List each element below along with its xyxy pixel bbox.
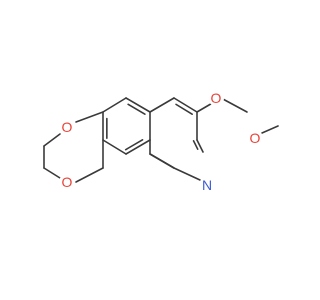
- ester-single-oxygen: O: [247, 130, 263, 146]
- dioxane-oxygen-top: O: [59, 119, 75, 135]
- bond-ester-d: [261, 125, 279, 134]
- bond-ring2-b: [173, 97, 198, 113]
- atom-label-n: N: [202, 177, 212, 193]
- bonds: [43, 90, 279, 183]
- atom-label-o-ester: O: [250, 130, 261, 146]
- bond-ring1-c: [102, 139, 127, 155]
- bond-dioxane-d: [43, 167, 61, 179]
- bond-ring1-d-dbl: [124, 139, 144, 151]
- bond-ring2-h: [149, 153, 175, 169]
- atom-label-o-carbonyl: O: [211, 90, 222, 106]
- bond-ring2-e: [173, 167, 201, 181]
- molecule-structure: O O O O N: [43, 90, 279, 193]
- atom-labels: O O O O N: [59, 90, 263, 193]
- bond-ring2-b-dbl: [175, 103, 193, 115]
- dioxane-oxygen-bottom: O: [59, 174, 75, 190]
- bond-ester-c: [220, 97, 248, 113]
- quinoline-nitrogen: N: [199, 177, 215, 193]
- bond-dioxane-e: [75, 167, 104, 183]
- bond-ring1-d: [125, 139, 151, 155]
- bond-ring1-a: [102, 97, 127, 113]
- atom-label-o-bottom: O: [62, 174, 73, 190]
- atom-label-o-top: O: [62, 119, 73, 135]
- bond-ring2-d-dbl: [192, 139, 199, 150]
- bond-ring2-a: [149, 97, 175, 113]
- bond-dioxane-a: [75, 111, 104, 123]
- ester-carbonyl-oxygen: O: [208, 90, 224, 106]
- bond-dioxane-b: [43, 133, 61, 147]
- bond-ring1-f-dbl: [127, 103, 146, 115]
- bond-ring1-f: [125, 97, 151, 113]
- bond-ring2-d: [196, 139, 204, 153]
